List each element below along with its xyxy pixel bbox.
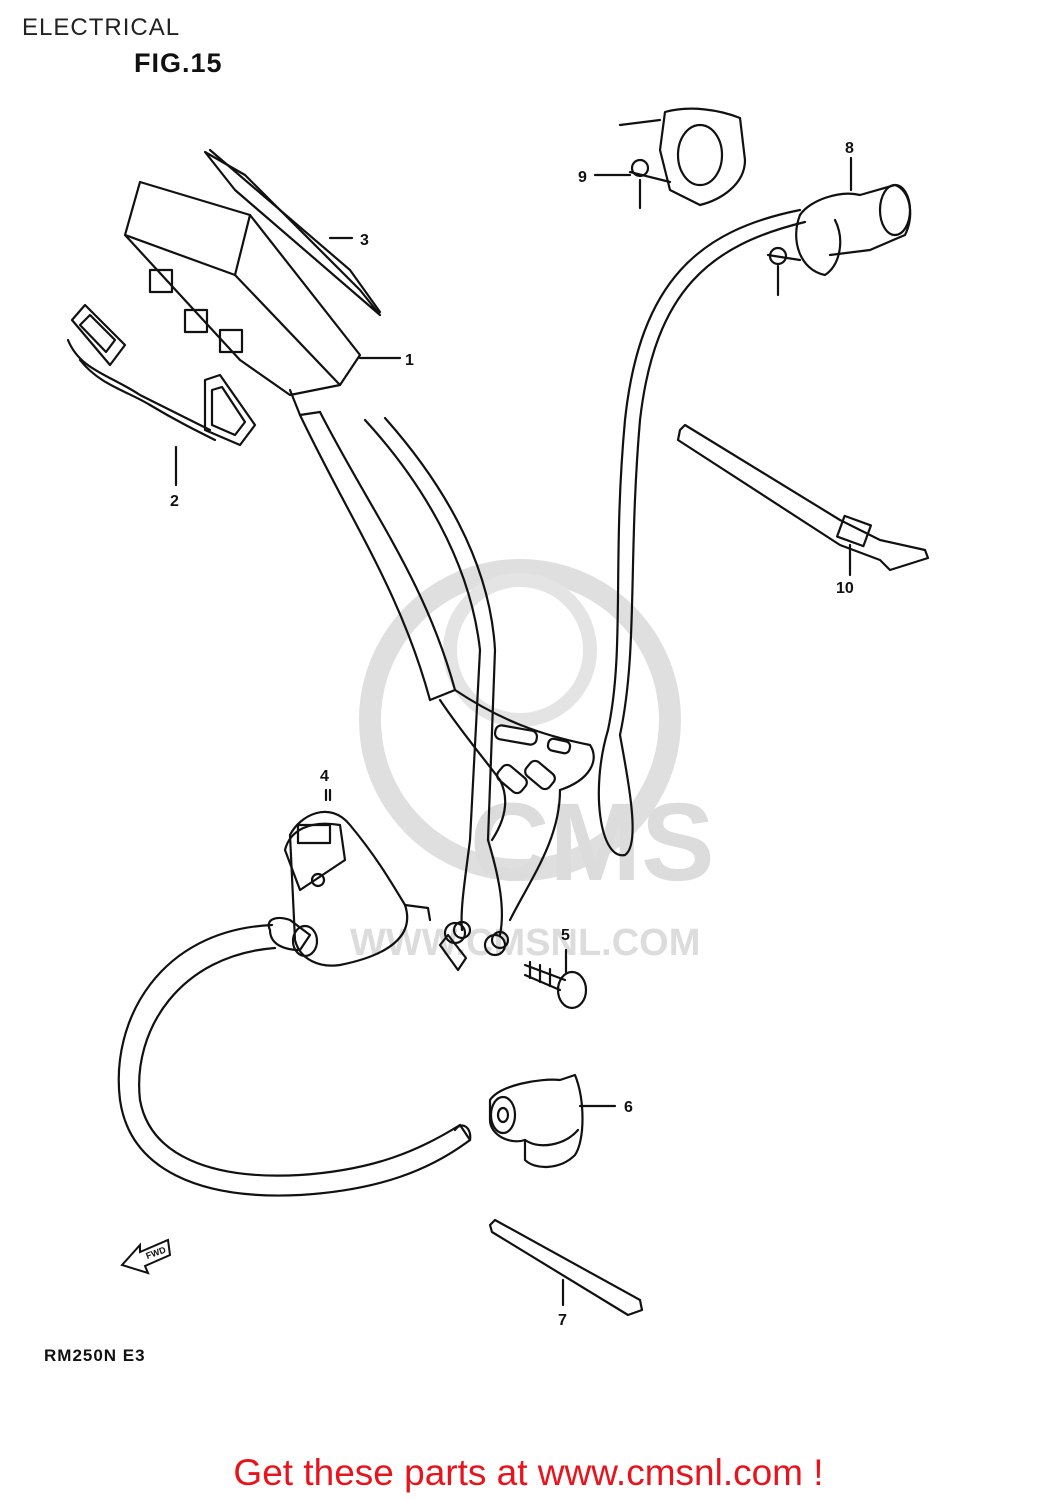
model-code: RM250N E3 xyxy=(44,1346,146,1365)
figure-title: FIG.15 xyxy=(134,48,223,78)
watermark-url: WWW.CMSNL.COM xyxy=(350,922,700,964)
callout-6: 6 xyxy=(624,1099,633,1116)
callout-3: 3 xyxy=(360,232,369,249)
callout-5: 5 xyxy=(561,927,570,944)
callout-1: 1 xyxy=(405,352,414,369)
section-title: ELECTRICAL xyxy=(22,14,181,41)
part-2-band xyxy=(66,303,257,487)
callout-9: 9 xyxy=(578,169,587,186)
wiring-harness xyxy=(298,410,595,950)
part-3-plate xyxy=(203,148,382,317)
part-5-bolt xyxy=(438,921,588,1010)
parts-diagram: CMS WWW.CMSNL.COM xyxy=(66,107,930,1329)
part-8-kill-switch xyxy=(766,156,912,297)
part-10-cable-tie xyxy=(676,423,930,577)
callout-7: 7 xyxy=(558,1312,567,1329)
part-9-clamp xyxy=(593,107,747,210)
ht-lead xyxy=(117,923,472,1197)
part-4-ignition-coil xyxy=(267,788,432,967)
cta-link[interactable]: Get these parts at www.cmsnl.com ! xyxy=(233,1452,824,1493)
callout-2: 2 xyxy=(170,493,179,510)
callout-4: 4 xyxy=(320,768,329,785)
switch-cable xyxy=(508,208,807,922)
watermark-logo: CMS xyxy=(470,781,714,904)
watermark: CMS WWW.CMSNL.COM xyxy=(350,559,714,964)
callout-8: 8 xyxy=(845,140,854,157)
part-6-plug-cap xyxy=(488,1073,617,1168)
fwd-arrow: FWD xyxy=(120,1238,172,1275)
part-7-cable-tie xyxy=(488,1218,644,1317)
part-1-cdi-unit xyxy=(123,180,362,417)
callout-10: 10 xyxy=(836,580,854,597)
